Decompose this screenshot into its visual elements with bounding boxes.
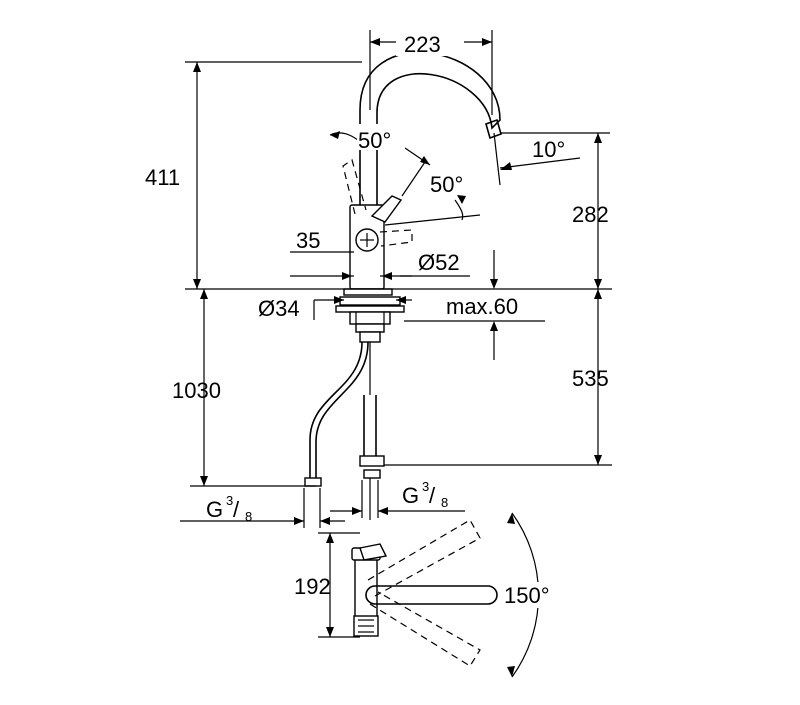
svg-text:/: / [429,483,436,508]
label-lever-angle-back: 50° [430,172,463,197]
faucet-elevation [304,51,502,520]
label-total-height: 411 [145,165,180,190]
lever [370,195,403,223]
dimension-lines [180,30,612,528]
svg-text:G: G [206,497,223,522]
spout-plan-swivel-down [369,591,481,667]
label-spout-angle: 10° [532,137,565,162]
lever-plan [359,543,388,561]
label-max-thickness: max.60 [446,294,518,319]
label-base-diameter: Ø52 [418,250,460,275]
svg-text:8: 8 [441,495,448,510]
label-lever-angle-up: 50° [358,128,391,153]
dimension-labels: 223 411 282 10° 50° 50° 35 Ø52 Ø34 max.6… [145,28,609,608]
svg-text:G: G [402,483,419,508]
svg-text:/: / [233,497,240,522]
label-hole-diameter: Ø34 [258,296,300,321]
spout [359,51,501,212]
label-lever-width: 35 [296,228,320,253]
mounting-flange [339,296,401,306]
label-plan-depth: 192 [294,574,331,599]
faucet-plan-view [318,512,540,678]
svg-text:8: 8 [245,509,252,524]
label-below-counter: 535 [572,366,609,391]
label-spout-reach: 223 [404,32,441,57]
label-swivel-angle: 150° [504,583,550,608]
label-outlet-height: 282 [572,202,609,227]
lever-position-down [379,229,413,247]
label-connection-left: G 3 / 8 [206,493,252,524]
supply-hose-flexible [309,341,363,478]
spout-plan-swivel-up [367,519,481,597]
svg-text:3: 3 [226,493,233,508]
label-connection-right: G 3 / 8 [402,479,448,510]
lever-position-back [342,159,367,215]
spout-plan-center [365,585,498,605]
label-hose-length: 1030 [172,378,221,403]
svg-text:3: 3 [422,479,429,494]
